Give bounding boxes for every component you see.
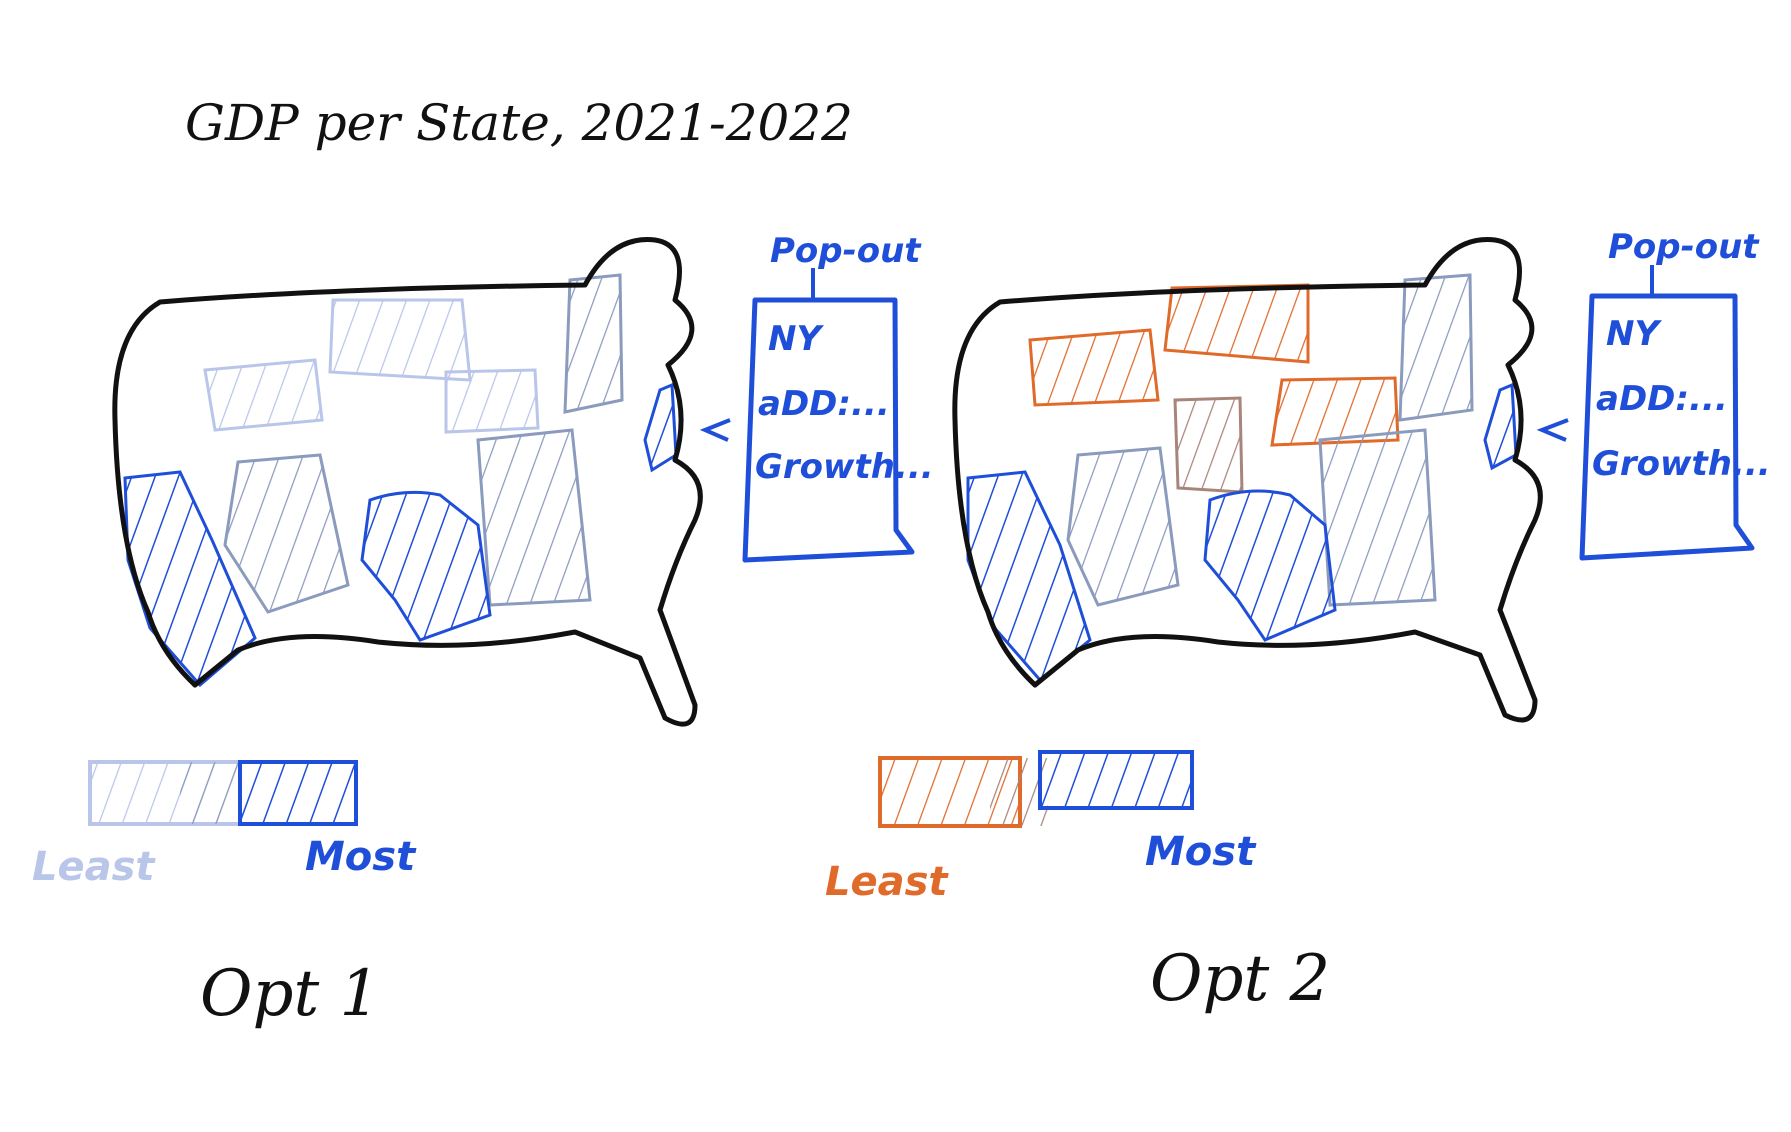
- region-light: [203, 358, 324, 432]
- popout-pointer: [699, 418, 731, 442]
- legend-swatch-most: [238, 760, 358, 826]
- option-1-popout: Pop-out NY aDD:... Growth...: [699, 231, 934, 563]
- popout-box: [742, 297, 915, 563]
- us-outline: [112, 237, 703, 727]
- popout-box: [1579, 293, 1755, 561]
- option-2-label: Opt 2: [1150, 942, 1330, 1016]
- region-grey: [563, 273, 624, 414]
- popout-title: Pop-out: [770, 231, 922, 271]
- popout-item-state: NY: [1606, 314, 1662, 354]
- popout-item-gdp: aDD:...: [1596, 379, 1728, 419]
- us-outline: [952, 237, 1543, 723]
- region-blue: [643, 382, 678, 473]
- option-2-legend: Least Most: [825, 750, 1257, 905]
- legend-most-label: Most: [305, 834, 417, 880]
- popout-item-state: NY: [768, 319, 824, 359]
- page-title: GDP per State, 2021-2022: [185, 94, 853, 152]
- popout-item-growth: Growth...: [755, 447, 934, 487]
- region-grey: [1318, 428, 1437, 607]
- region-light: [444, 368, 540, 434]
- region-blue: [1203, 489, 1337, 642]
- legend-most-label: Most: [1145, 829, 1257, 875]
- region-brown: [1173, 396, 1244, 494]
- legend-least-label: Least: [825, 859, 949, 905]
- region-blue: [1483, 382, 1518, 471]
- option-1-legend: Least Most: [32, 760, 417, 890]
- legend-least-label: Least: [32, 844, 156, 890]
- popout-title: Pop-out: [1608, 227, 1760, 267]
- region-grey: [1066, 446, 1180, 607]
- popout-pointer: [1536, 418, 1569, 442]
- popout-item-gdp: aDD:...: [758, 384, 890, 424]
- popout-item-growth: Growth...: [1592, 444, 1771, 484]
- region-light: [328, 298, 472, 382]
- region-blue: [360, 490, 492, 642]
- option-2-popout: Pop-out NY aDD:... Growth...: [1536, 227, 1771, 561]
- region-grey: [223, 453, 350, 614]
- region-orange: [1028, 328, 1160, 407]
- region-grey: [476, 428, 592, 607]
- region-orange: [1163, 283, 1310, 364]
- option-2-map: [952, 237, 1543, 723]
- legend-swatch-most: [1038, 750, 1194, 810]
- option-1-map: [112, 237, 703, 727]
- option-1-label: Opt 1: [200, 957, 380, 1031]
- region-grey: [1398, 273, 1474, 422]
